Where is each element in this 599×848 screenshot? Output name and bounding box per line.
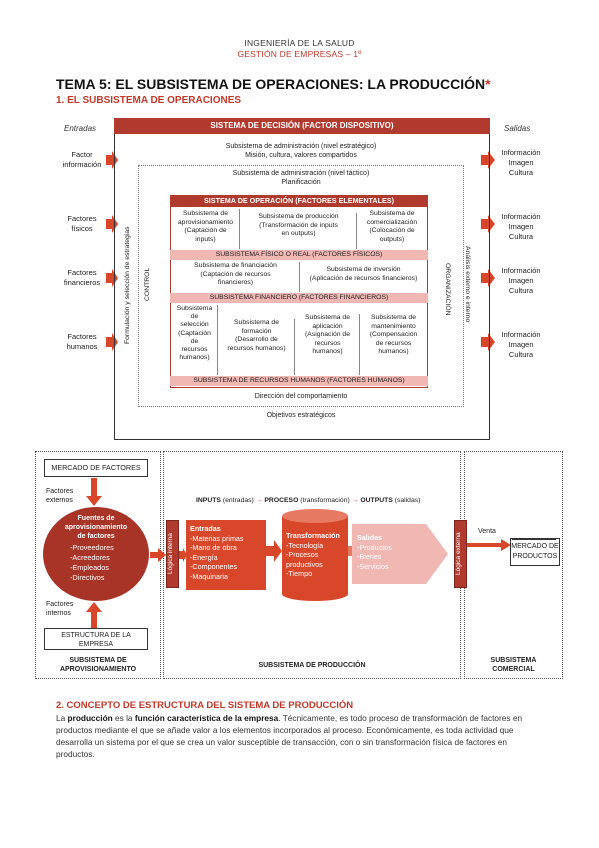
internal-logic-label: Lógica interna: [167, 533, 174, 575]
control-label: CONTROL: [144, 267, 151, 301]
financial-subsystem-band: SUBSISTEMA FINANCIERO (FACTORES FINANCIE…: [170, 293, 428, 303]
external-to-market-arrow: [467, 539, 511, 551]
external-logic-bar: [454, 520, 467, 588]
salidas-label: Salidas: [504, 124, 531, 133]
entradas-label: Entradas: [64, 124, 97, 133]
production-footer: SUBSISTEMA DE PRODUCCIÓN: [258, 662, 366, 669]
external-internal-analysis-label: Análisis externo e interno: [464, 245, 471, 323]
organization-label: ORGANIZACIÓN: [444, 262, 451, 316]
internal-to-inputs-arrow: [179, 548, 187, 562]
strategic-objectives: Objetivos estratégicos: [266, 412, 336, 419]
up-arrow-bottom: [86, 602, 102, 628]
outputs-arrow-shape: [352, 524, 448, 584]
investment-subsystem: Subsistema de inversión(Aplicación de re…: [309, 266, 418, 282]
sale-label: Venta: [478, 528, 496, 535]
transformation-text: Transformación -Tecnología -Procesos pro…: [286, 531, 340, 578]
course-name: INGENIERÍA DE LA SALUD: [244, 38, 355, 48]
circle-to-internal-arrow: [150, 548, 166, 562]
strategic-level: Subsistema de administración (nivel estr…: [225, 143, 377, 159]
subject-name: GESTIÓN DE EMPRESAS – 1º: [237, 49, 362, 59]
tactical-level: Subsistema de administración (nivel táct…: [232, 170, 370, 186]
down-arrow-top: [86, 478, 102, 506]
section-2-heading: 2. CONCEPTO DE ESTRUCTURA DEL SISTEMA DE…: [56, 700, 354, 711]
page-title: TEMA 5: EL SUBSISTEMA DE OPERACIONES: LA…: [56, 76, 491, 92]
hr-subsystem-band: SUBSISTEMA DE RECURSOS HUMANOS (FACTORES…: [170, 376, 428, 386]
flow-header: INPUTS (entradas) → PROCESO (transformac…: [196, 497, 421, 504]
physical-subsystem-band: SUBSISTEMA FÍSICO O REAL (FACTORES FÍSIC…: [170, 250, 428, 260]
section-1-heading: 1. EL SUBSISTEMA DE OPERACIONES: [56, 95, 242, 106]
tactical-box: [138, 165, 464, 407]
procurement-panel: [35, 451, 161, 679]
transformation-cylinder: [282, 509, 348, 601]
strategy-formulation-label: Formulación y selección de estrategias: [124, 226, 131, 344]
financing-subsystem: Subsistema de financiación(Captación de …: [172, 262, 300, 292]
inputs-box: Entradas -Materias primas -Mano de obra …: [186, 520, 266, 590]
outputs-text: Salidas -Productos -Bienes -Servicios: [357, 533, 392, 571]
inputs-to-transform-arrow: [266, 540, 282, 562]
sources-circle: [43, 507, 149, 601]
behavior-direction: Dirección del comportamiento: [254, 393, 348, 400]
external-logic-label: Lógica externa: [455, 532, 462, 576]
factor-market-box: MERCADO DE FACTORES: [44, 459, 148, 477]
production-subsystem: Subsistema de producción(Transformación …: [241, 213, 357, 249]
decision-system-title: SISTEMA DE DECISIÓN (FACTOR DISPOSITIVO): [114, 118, 490, 134]
input-arrows: [106, 151, 118, 351]
production-definition-paragraph: La producción es la función característi…: [56, 713, 523, 759]
operation-system-title: SISTEMA DE OPERACIÓN (FACTORES ELEMENTAL…: [170, 195, 428, 207]
internal-logic-bar: [166, 520, 179, 588]
sources-list: -Proveedores -Acreedores -Empleados -Dir…: [70, 543, 114, 582]
output-arrows: [481, 151, 495, 351]
